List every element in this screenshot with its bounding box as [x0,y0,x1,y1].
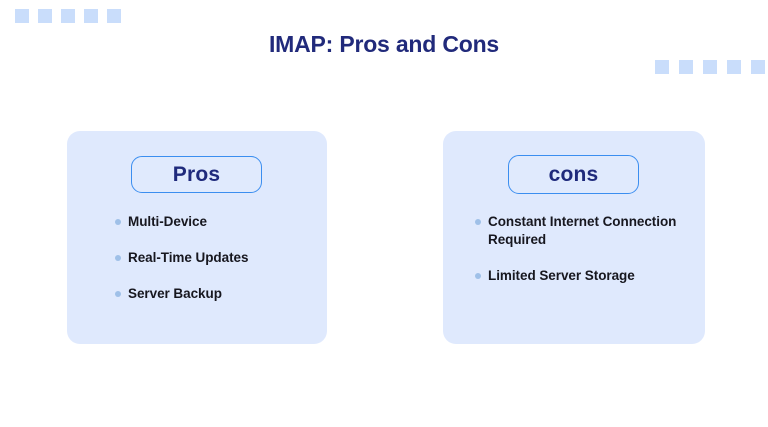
decorative-square-icon [751,60,765,74]
list-item: Limited Server Storage [475,267,690,285]
decorative-square-icon [61,9,75,23]
list-item-label: Real-Time Updates [128,250,249,265]
list-item-label: Limited Server Storage [488,268,635,283]
page-title: IMAP: Pros and Cons [268,31,500,57]
bullet-icon [475,219,481,225]
decorative-square-icon [84,9,98,23]
decorative-square-icon [107,9,121,23]
list-item: Constant Internet Connection Required [475,213,690,249]
bullet-icon [115,255,121,261]
decorative-square-icon [727,60,741,74]
list-item-label: Server Backup [128,286,222,301]
list-item-label: Constant Internet Connection Required [488,214,677,247]
bullet-icon [115,219,121,225]
bullet-icon [475,273,481,279]
list-item-label: Multi-Device [128,214,207,229]
list-item: Multi-Device [115,213,320,231]
pros-list: Multi-Device Real-Time Updates Server Ba… [115,213,320,303]
cons-list: Constant Internet Connection Required Li… [475,213,690,285]
decorative-squares-top-left [15,9,121,23]
decorative-square-icon [655,60,669,74]
cons-card: cons Constant Internet Connection Requir… [443,131,705,344]
list-item: Server Backup [115,285,320,303]
decorative-squares-top-right [655,60,765,74]
decorative-square-icon [703,60,717,74]
decorative-square-icon [38,9,52,23]
cons-badge: cons [508,155,639,194]
list-item: Real-Time Updates [115,249,320,267]
pros-badge: Pros [131,156,262,193]
pros-card: Pros Multi-Device Real-Time Updates Serv… [67,131,327,344]
bullet-icon [115,291,121,297]
decorative-square-icon [15,9,29,23]
decorative-square-icon [679,60,693,74]
